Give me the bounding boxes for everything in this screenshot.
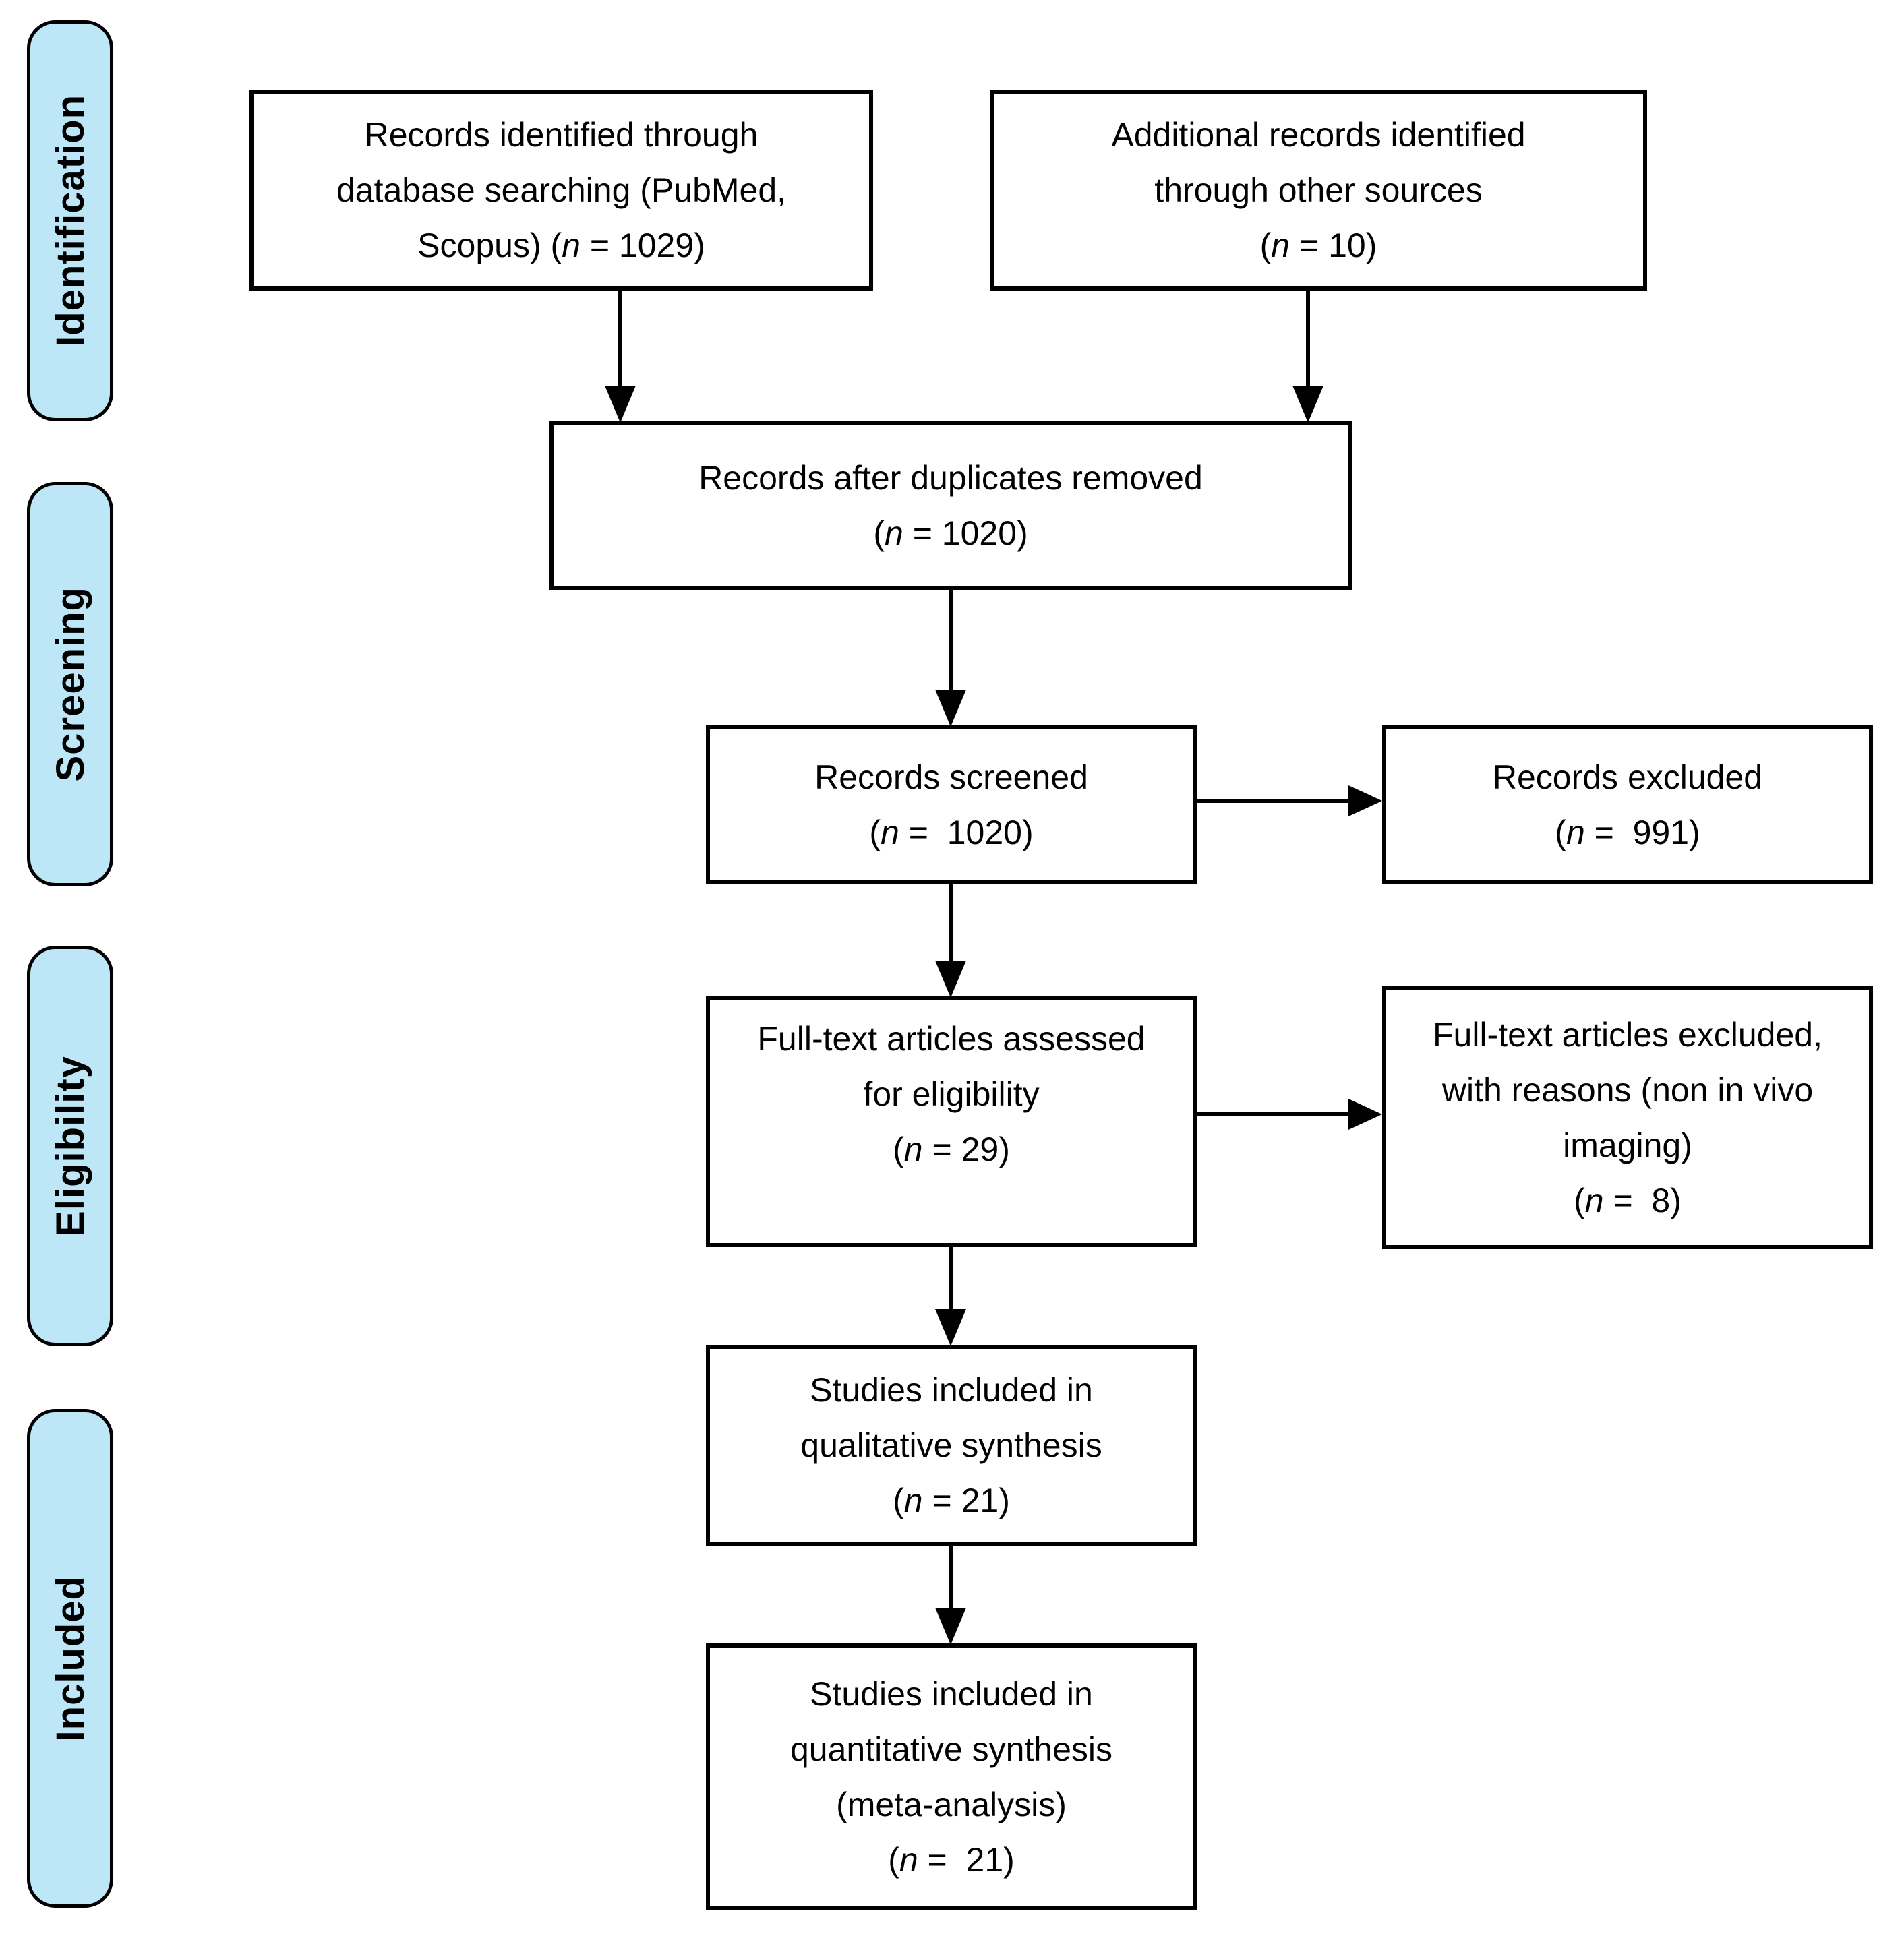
- connector-screened-to-excluded: [1195, 799, 1352, 803]
- box-text-line: imaging): [1563, 1126, 1692, 1164]
- box-text-line: Scopus) (n = 1029): [417, 226, 705, 264]
- box-records-identified: Records identified through database sear…: [249, 90, 873, 291]
- box-text-line: (n = 10): [1259, 226, 1377, 264]
- box-additional-records: Additional records identified through ot…: [990, 90, 1647, 291]
- arrowhead-right-icon: [1348, 1099, 1382, 1130]
- box-text-line: Additional records identified: [1111, 116, 1526, 154]
- box-text-line: Full-text articles assessed: [757, 1020, 1146, 1058]
- box-text-line: Records after duplicates removed: [698, 459, 1203, 497]
- box-text-line: Records excluded: [1492, 758, 1763, 796]
- box-text-line: with reasons (non in vivo: [1441, 1070, 1814, 1109]
- stage-tab-identification: Identification: [27, 20, 113, 421]
- box-fulltext-assessed: Full-text articles assessed for eligibil…: [706, 996, 1197, 1247]
- box-text-line: (n = 991): [1555, 813, 1700, 851]
- connector-fulltext-to-excluded: [1195, 1112, 1352, 1116]
- connector-identified-to-duplicates: [618, 290, 622, 386]
- stage-label-identification: Identification: [48, 94, 92, 347]
- box-records-screened: Records screened (n = 1020): [706, 725, 1197, 884]
- stage-tab-eligibility: Eligibility: [27, 946, 113, 1346]
- box-text-line: (n = 8): [1574, 1181, 1682, 1219]
- box-text-line: database searching (PubMed,: [336, 171, 787, 209]
- stage-tab-screening: Screening: [27, 482, 113, 886]
- connector-duplicates-to-screened: [949, 588, 953, 690]
- arrowhead-down-icon: [1292, 386, 1323, 423]
- box-text-line: (n = 29): [893, 1130, 1010, 1168]
- arrowhead-down-icon: [935, 961, 966, 998]
- stage-label-eligibility: Eligibility: [48, 1055, 92, 1237]
- box-text-line: quantitative synthesis: [790, 1730, 1113, 1768]
- box-text-line: (n = 1020): [869, 814, 1034, 851]
- box-text-line: Studies included in: [810, 1371, 1093, 1409]
- connector-screened-to-fulltext: [949, 883, 953, 961]
- connector-qualitative-to-quantitative: [949, 1544, 953, 1608]
- box-text-line: through other sources: [1154, 171, 1483, 209]
- box-qualitative-synthesis: Studies included in qualitative synthesi…: [706, 1345, 1197, 1546]
- arrowhead-down-icon: [935, 1608, 966, 1645]
- stage-label-included: Included: [48, 1575, 92, 1742]
- arrowhead-down-icon: [935, 1309, 966, 1346]
- box-text-line: qualitative synthesis: [800, 1426, 1102, 1464]
- box-text-line: (n = 21): [893, 1482, 1010, 1519]
- box-text-line: for eligibility: [863, 1075, 1040, 1113]
- arrowhead-down-icon: [605, 386, 636, 423]
- box-text-line: (n = 1020): [873, 514, 1028, 552]
- stage-label-screening: Screening: [48, 586, 92, 782]
- arrowhead-down-icon: [935, 690, 966, 727]
- box-text-line: (meta-analysis): [836, 1785, 1067, 1823]
- box-quantitative-synthesis: Studies included in quantitative synthes…: [706, 1643, 1197, 1910]
- stage-tab-included: Included: [27, 1409, 113, 1908]
- box-text-line: Records identified through: [364, 116, 758, 154]
- box-text-line: (n = 21): [888, 1840, 1015, 1879]
- connector-additional-to-duplicates: [1306, 290, 1310, 386]
- box-text-line: Full-text articles excluded,: [1432, 1015, 1822, 1054]
- box-text-line: Studies included in: [810, 1674, 1093, 1713]
- box-duplicates-removed: Records after duplicates removed (n = 10…: [549, 421, 1352, 590]
- box-fulltext-excluded: Full-text articles excluded, with reason…: [1382, 986, 1873, 1249]
- box-text-line: Records screened: [814, 758, 1088, 796]
- box-records-excluded: Records excluded (n = 991): [1382, 725, 1873, 884]
- arrowhead-right-icon: [1348, 785, 1382, 816]
- connector-fulltext-to-qualitative: [949, 1246, 953, 1309]
